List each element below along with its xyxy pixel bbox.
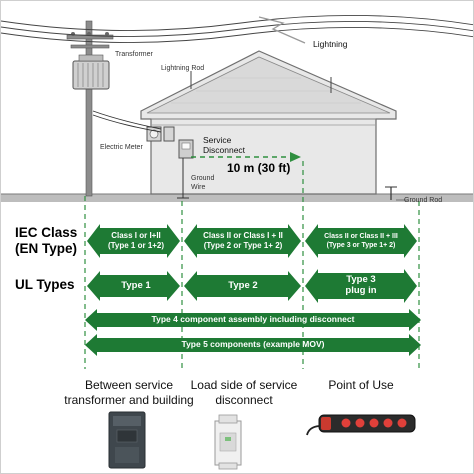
iec-arrow-2 <box>184 224 301 258</box>
iec-arrow-3-text: Class II or Class II + III(Type 3 or Typ… <box>324 233 398 249</box>
ul-arrow-1-text: Type 1 <box>121 280 151 291</box>
type5-arrow <box>85 334 421 356</box>
din-rail-spd-icon <box>214 414 242 470</box>
service-disconnect-label-1: Service <box>203 135 232 145</box>
ul-arrow-3 <box>305 269 417 303</box>
distance-label: 10 m (30 ft) <box>227 161 291 175</box>
transformer-icon <box>72 54 110 90</box>
type5-arrow-text: Type 5 components (example MOV) <box>181 339 325 349</box>
lightning-label: Lightning <box>313 39 348 49</box>
iec-arrow-1 <box>87 224 180 258</box>
ground-rod-label: Ground Rod <box>404 197 443 204</box>
ground-strip <box>1 194 473 202</box>
iec-arrow-2-text: Class II or Class I + II(Type 2 or Type … <box>203 231 283 250</box>
ground-wire-label-2: Wire <box>191 184 206 191</box>
service-disconnect-label-2: Disconnect <box>203 145 246 155</box>
ul-types-label: UL Types <box>15 277 75 292</box>
house-icon <box>140 50 397 195</box>
power-strip-icon <box>306 414 416 436</box>
lightning-rod-label: Lightning Rod <box>161 65 205 72</box>
type4-arrow-text: Type 4 component assembly including disc… <box>151 314 355 324</box>
ul-arrow-1 <box>87 271 180 301</box>
iec-arrow-3 <box>305 224 417 258</box>
iec-class-label: IEC Class <box>15 225 78 240</box>
power-line <box>1 15 473 31</box>
en-type-label: (EN Type) <box>15 241 78 256</box>
utility-pole-icon <box>66 20 114 197</box>
caption-zone-3: Point of Use <box>328 378 394 392</box>
surge-protector-box-icon <box>108 411 146 469</box>
transformer-label: Transformer <box>115 51 153 58</box>
electric-meter-label: Electric Meter <box>100 144 143 151</box>
ground-wire-label-1: Ground <box>191 175 215 182</box>
ul-arrow-2 <box>184 271 301 301</box>
iec-arrow-1-text: Class I or I+II(Type 1 or 1+2) <box>107 231 165 250</box>
lightning-bolt-icon <box>258 16 306 44</box>
ul-arrow-2-text: Type 2 <box>228 280 258 291</box>
type4-arrow <box>85 309 421 331</box>
